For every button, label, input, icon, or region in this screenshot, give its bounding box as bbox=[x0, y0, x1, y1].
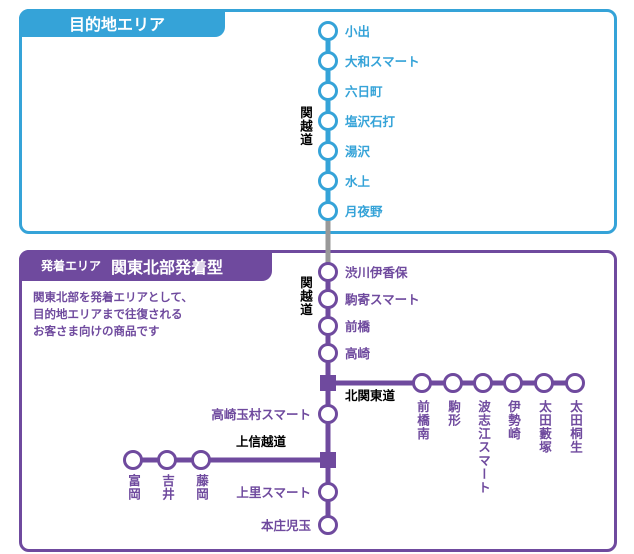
station-label: 駒形 bbox=[446, 400, 461, 427]
road-label-joshinetsu: 上信越道 bbox=[236, 434, 287, 449]
station-label: 太田桐生 bbox=[568, 400, 583, 454]
station-label: 六日町 bbox=[345, 84, 383, 99]
station-marker bbox=[318, 515, 338, 535]
station-label: 小出 bbox=[344, 24, 370, 39]
station-label: 渋川伊香保 bbox=[345, 265, 408, 280]
station-marker bbox=[412, 373, 432, 393]
station-label: 前橋 bbox=[345, 319, 371, 334]
station-label: 大和スマート bbox=[345, 54, 420, 69]
station-label: 高崎玉村スマート bbox=[211, 407, 311, 422]
road-label-kitakanto: 北関東道 bbox=[345, 388, 396, 403]
station-marker bbox=[123, 450, 143, 470]
station-marker bbox=[318, 404, 338, 424]
station-label: 前橋南 bbox=[415, 400, 430, 441]
station-label: 本庄児玉 bbox=[261, 518, 312, 533]
description-line: お客さま向けの商品です bbox=[33, 324, 160, 338]
station-marker bbox=[318, 201, 338, 221]
destination-area-title: 目的地エリア bbox=[19, 9, 225, 37]
departure-area-description: 関東北部を発着エリアとして、 目的地エリアまで往復される お客さま向けの商品です bbox=[33, 289, 193, 340]
station-label: 太田藪塚 bbox=[537, 400, 552, 454]
departure-area-title: 発着エリア 関東北部発着型 bbox=[19, 250, 272, 281]
departure-area-box bbox=[19, 250, 617, 552]
station-marker bbox=[318, 289, 338, 309]
station-marker bbox=[157, 450, 177, 470]
junction-joshinetsu bbox=[320, 452, 336, 468]
departure-area-label: 発着エリア bbox=[41, 259, 102, 273]
station-marker bbox=[443, 373, 463, 393]
station-marker bbox=[318, 482, 338, 502]
station-label: 水上 bbox=[345, 174, 371, 189]
station-marker bbox=[318, 81, 338, 101]
station-marker bbox=[565, 373, 585, 393]
station-marker bbox=[318, 171, 338, 191]
departure-area-name: 関東北部発着型 bbox=[111, 257, 224, 277]
station-marker bbox=[534, 373, 554, 393]
station-label: 月夜野 bbox=[344, 204, 383, 219]
junction-kitakanto bbox=[320, 375, 336, 391]
description-line: 目的地エリアまで往復される bbox=[33, 307, 183, 321]
station-marker bbox=[191, 450, 211, 470]
station-marker bbox=[503, 373, 523, 393]
station-label: 高崎 bbox=[345, 346, 371, 361]
station-label: 湯沢 bbox=[345, 144, 371, 159]
description-line: 関東北部を発着エリアとして、 bbox=[33, 290, 193, 304]
station-label: 上里スマート bbox=[236, 485, 311, 500]
station-marker bbox=[318, 343, 338, 363]
station-marker bbox=[318, 316, 338, 336]
station-marker bbox=[318, 141, 338, 161]
station-label: 塩沢石打 bbox=[345, 114, 396, 129]
station-label: 吉井 bbox=[160, 474, 175, 501]
station-marker bbox=[318, 262, 338, 282]
station-marker bbox=[318, 51, 338, 71]
station-label: 伊勢崎 bbox=[506, 400, 521, 441]
station-label: 藤岡 bbox=[194, 474, 209, 501]
station-label: 駒寄スマート bbox=[345, 292, 420, 307]
road-label-kanetsu: 関越道 bbox=[298, 276, 313, 317]
destination-area-box bbox=[19, 9, 617, 234]
road-label-kanetsu: 関越道 bbox=[298, 106, 313, 147]
station-marker bbox=[473, 373, 493, 393]
station-marker bbox=[318, 111, 338, 131]
station-marker bbox=[318, 21, 338, 41]
station-label: 波志江スマート bbox=[476, 400, 491, 495]
station-label: 富岡 bbox=[126, 474, 141, 501]
